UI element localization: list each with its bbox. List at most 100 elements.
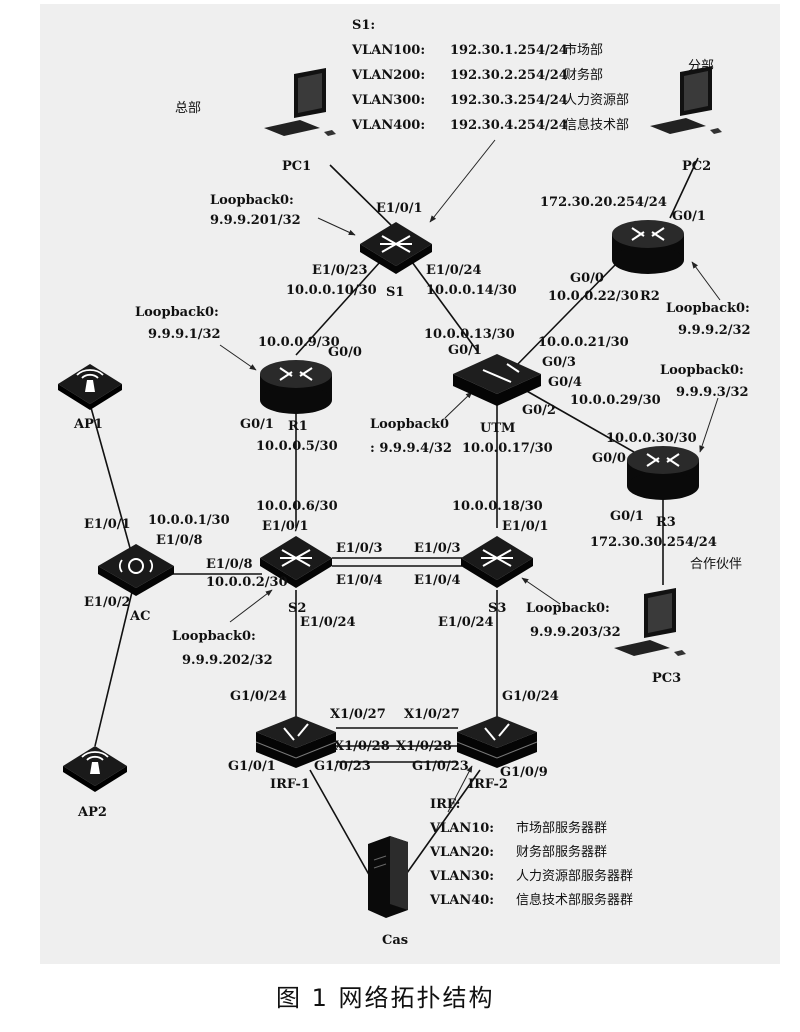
ac-controller-icon[interactable] (98, 544, 174, 596)
s2-label: S2 (288, 601, 306, 616)
s1-vlan-id: VLAN400: (351, 118, 425, 133)
s1-switch-icon[interactable] (359, 221, 433, 275)
s1-vlan-dept: 人力资源部 (564, 93, 629, 108)
irf2-port-g1-0-23: G1/0/23 (412, 759, 469, 774)
pc2-icon[interactable] (650, 66, 722, 134)
pc3-icon[interactable] (614, 588, 686, 656)
s3-port-e1-0-24: E1/0/24 (438, 615, 494, 630)
irf-vlan-id: VLAN40: (429, 893, 494, 908)
ac-port-e1-0-1: E1/0/1 (84, 517, 131, 532)
utm-ip-21: 10.0.0.21/30 (538, 335, 629, 350)
irf1-label: IRF-1 (270, 777, 310, 792)
pc1-icon[interactable] (264, 68, 336, 136)
figure-caption: 图 1 网络拓扑结构 (276, 984, 495, 1012)
s1-ip-14: 10.0.0.14/30 (426, 283, 517, 298)
link-irf2-cas (401, 769, 481, 881)
link-ap2-ac (94, 591, 133, 747)
site-partner-label: 合作伙伴 (690, 557, 742, 572)
r3-port-g0-1: G0/1 (610, 509, 644, 524)
irf-vlan-id: VLAN30: (429, 869, 494, 884)
s1-vlan-ip: 192.30.1.254/24 (450, 43, 568, 58)
link-pc1-s1 (329, 164, 399, 233)
s2-port-e1-0-24: E1/0/24 (300, 615, 356, 630)
s1-vlan-dept: 信息技术部 (564, 117, 629, 133)
utm-port-g0-4: G0/4 (548, 375, 582, 390)
s1-vlan-block: S1: VLAN100: 192.30.1.254/24 市场部 VLAN200… (351, 18, 629, 133)
irf2-port-g1-0-24: G1/0/24 (502, 689, 559, 704)
r1-router-icon[interactable] (259, 359, 333, 415)
r2-router-icon[interactable] (611, 219, 685, 275)
irf-vlan-block: IRF: VLAN10: 市场部服务器群 VLAN20: 财务部服务器群 VLA… (429, 797, 633, 908)
r3-router-icon[interactable] (626, 445, 700, 501)
irf2-port-x1-0-28: X1/0/28 (396, 739, 452, 754)
s2-ip-6: 10.0.0.6/30 (256, 499, 338, 514)
pc3-label: PC3 (652, 671, 681, 686)
r2-loopback-ip: 9.9.9.2/32 (678, 323, 751, 338)
pointer-s2-loopback (229, 589, 273, 623)
irf2-switch-icon[interactable] (456, 715, 538, 769)
ap1-icon[interactable] (57, 363, 123, 411)
utm-ip-29: 10.0.0.29/30 (570, 393, 661, 408)
s3-loopback-ip: 9.9.9.203/32 (530, 625, 621, 640)
irf1-port-x1-0-28: X1/0/28 (334, 739, 390, 754)
irf-block-title: IRF: (430, 797, 460, 812)
ap2-icon[interactable] (62, 745, 128, 793)
s1-vlan-ip: 192.30.4.254/24 (450, 118, 568, 133)
r2-label: R2 (640, 289, 660, 304)
r3-loopback-label: Loopback0: (660, 363, 744, 378)
utm-port-g0-2: G0/2 (522, 403, 556, 418)
link-utm-r3 (524, 389, 649, 461)
cas-server-icon[interactable] (368, 836, 408, 918)
s1-loopback-label: Loopback0: (210, 193, 294, 208)
pointer-r1-loopback (219, 344, 257, 371)
site-hq-label: 总部 (175, 101, 201, 116)
irf-vlan-dept: 人力资源部服务器群 (516, 868, 633, 884)
s1-vlan-id: VLAN300: (351, 93, 425, 108)
utm-ip-17: 10.0.0.17/30 (462, 441, 553, 456)
s1-vlan-ip: 192.30.3.254/24 (450, 93, 568, 108)
s3-port-e1-0-3: E1/0/3 (414, 541, 461, 556)
s1-vlan-dept: 财务部 (564, 67, 603, 83)
irf-vlan-id: VLAN20: (429, 845, 494, 860)
r2-loopback-label: Loopback0: (666, 301, 750, 316)
s1-vlan-dept: 市场部 (564, 42, 603, 58)
s3-port-e1-0-4: E1/0/4 (414, 573, 461, 588)
r2-port-g0-0: G0/0 (570, 271, 604, 286)
pc2-label: PC2 (682, 159, 711, 174)
r2-ip-22: 10.0.0.22/30 (548, 289, 639, 304)
pointer-arrows (219, 139, 721, 813)
site-branch-label: 分部 (688, 59, 714, 74)
s1-ip-10: 10.0.0.10/30 (286, 283, 377, 298)
s1-port-e1-0-23: E1/0/23 (312, 263, 368, 278)
s1-port-e1-0-1: E1/0/1 (376, 201, 423, 216)
s3-switch-icon[interactable] (460, 535, 534, 589)
r3-port-g0-0: G0/0 (592, 451, 626, 466)
r3-label: R3 (656, 515, 676, 530)
r1-ip-9: 10.0.0.9/30 (258, 335, 340, 350)
r1-label: R1 (288, 419, 308, 434)
utm-firewall-icon[interactable] (453, 354, 541, 406)
r1-loopback-label: Loopback0: (135, 305, 219, 320)
pointer-s1-vlans (429, 139, 496, 223)
r3-loopback-ip: 9.9.9.3/32 (676, 385, 749, 400)
s1-vlan-ip: 192.30.2.254/24 (450, 68, 568, 83)
utm-port-g0-1: G0/1 (448, 343, 482, 358)
s1-block-title: S1: (352, 18, 375, 33)
s2-loopback-ip: 9.9.9.202/32 (182, 653, 273, 668)
irf-vlan-dept: 财务部服务器群 (516, 844, 607, 860)
s2-port-e1-0-4: E1/0/4 (336, 573, 383, 588)
r3-ip-30: 10.0.0.30/30 (606, 431, 697, 446)
s1-vlan-id: VLAN100: (351, 43, 425, 58)
utm-ip-13: 10.0.0.13/30 (424, 327, 515, 342)
ac-port-e1-0-8: E1/0/8 (156, 533, 203, 548)
ap2-label: AP2 (77, 805, 107, 820)
irf1-port-g1-0-23: G1/0/23 (314, 759, 371, 774)
pointer-irf-vlans (447, 765, 473, 813)
s2-port-e1-0-3: E1/0/3 (336, 541, 383, 556)
utm-port-g0-3: G0/3 (542, 355, 576, 370)
ac-ip-1: 10.0.0.1/30 (148, 513, 230, 528)
ac-port-e1-0-2: E1/0/2 (84, 595, 131, 610)
s1-loopback-ip: 9.9.9.201/32 (210, 213, 301, 228)
link-s1-utm (411, 261, 479, 353)
